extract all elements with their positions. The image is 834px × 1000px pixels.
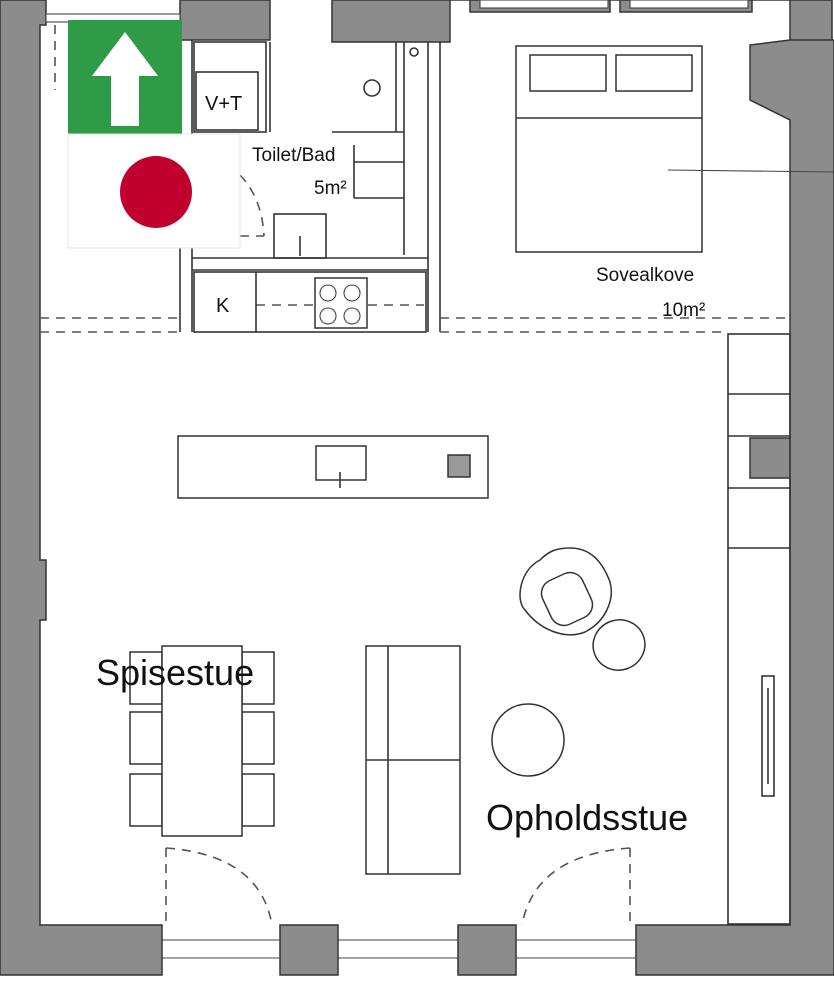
washer-dryer-label: V+T — [205, 93, 242, 115]
arrow-up-icon — [92, 32, 158, 126]
dining-table-set — [129, 645, 275, 837]
dining-room-label: Spisestue — [96, 652, 254, 693]
red-dot-icon — [120, 156, 192, 228]
kitchen-island — [177, 435, 489, 499]
wall-top-left — [179, 0, 271, 41]
lounge-chair — [519, 547, 646, 671]
double-bed — [515, 45, 834, 253]
fridge-label: K — [216, 295, 230, 317]
exit-sign — [68, 20, 182, 134]
toilet-bath-label: Toilet/Bad — [252, 145, 335, 166]
wall-pier-1 — [279, 924, 339, 976]
coffee-table — [491, 703, 565, 777]
door-swings — [165, 174, 631, 926]
sleeping-alcove-area: 10m² — [662, 300, 705, 321]
living-room-label: Opholdsstue — [486, 797, 688, 838]
walls — [0, 0, 834, 976]
top-windows — [45, 0, 749, 23]
right-cabinets — [727, 333, 791, 925]
wall-pier-2 — [457, 924, 517, 976]
wall-right — [635, 39, 834, 976]
toilet-bath-area: 5m² — [314, 178, 347, 199]
sleeping-alcove-label: Sovealkove — [596, 265, 694, 286]
kitchen-counter — [193, 271, 427, 333]
bottom-windows — [162, 939, 636, 959]
wall-left — [0, 0, 163, 976]
sofa — [365, 645, 461, 875]
marker-badge — [67, 133, 241, 249]
